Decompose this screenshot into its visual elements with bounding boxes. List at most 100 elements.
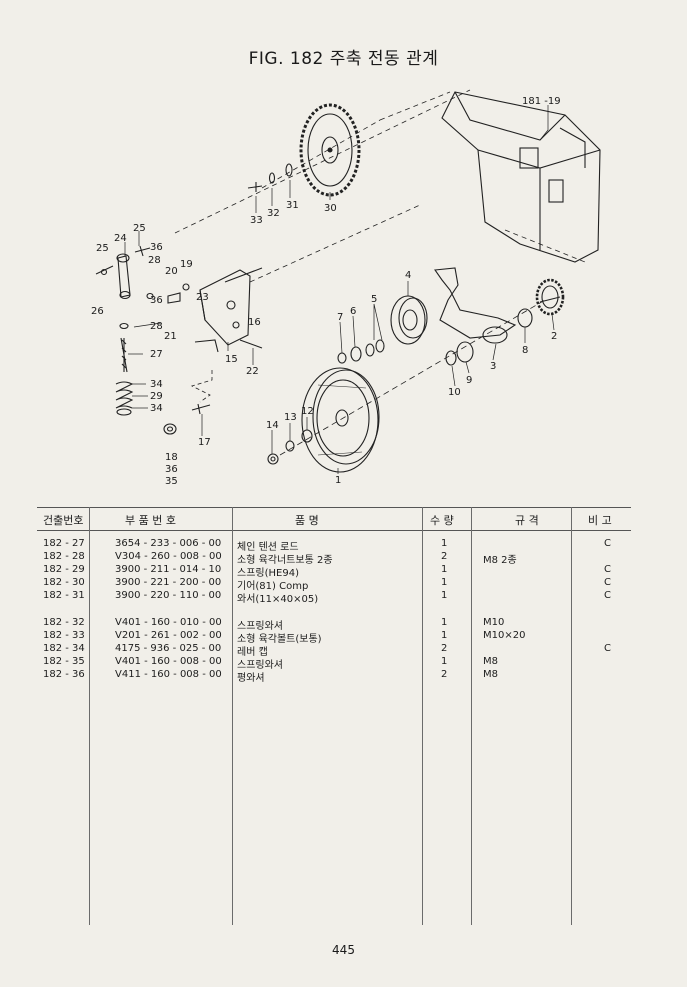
cell-qty: 2: [441, 669, 448, 680]
callout-2: 2: [551, 331, 557, 342]
callout-30: 30: [324, 203, 337, 214]
cell-spec: M10×20: [483, 630, 526, 641]
cell-name: 스프링(HE94): [237, 568, 299, 579]
callout-12: 12: [301, 406, 314, 417]
callout-4: 4: [405, 270, 411, 281]
cell-code: 182 - 32: [43, 617, 85, 628]
pulley-1: [301, 367, 380, 473]
table-row: 182 - 35 V401 - 160 - 008 - 00 스프링와셔 1 M…: [37, 656, 631, 671]
callout-32: 32: [267, 208, 280, 219]
cell-part-number: V401 - 160 - 008 - 00: [115, 656, 222, 667]
housing-block: [441, 91, 601, 263]
cell-code: 182 - 30: [43, 577, 85, 588]
header-part-number: 부 품 번 호: [125, 514, 176, 527]
cell-qty: 1: [441, 656, 448, 667]
cell-name: 스프링와셔: [237, 621, 283, 632]
callout-16: 16: [248, 317, 261, 328]
callout-17: 17: [198, 437, 211, 448]
callout-28a: 28: [148, 255, 161, 266]
cell-name: 평와셔: [237, 673, 265, 684]
callout-26: 26: [91, 306, 104, 317]
callout-8: 8: [522, 345, 528, 356]
cell-qty: 1: [441, 564, 448, 575]
cell-part-number: V304 - 260 - 008 - 00: [115, 551, 222, 562]
callout-19: 19: [180, 259, 193, 270]
cell-spec: M8: [483, 669, 498, 680]
cell-name: 와서(11×40×05): [237, 594, 319, 605]
cell-code: 182 - 34: [43, 643, 85, 654]
gear-30: [299, 103, 361, 197]
column-divider: [232, 507, 233, 925]
cell-qty: 2: [441, 551, 448, 562]
callout-34b: 34: [150, 403, 163, 414]
callout-3: 3: [490, 361, 496, 372]
cell-remark: C: [604, 538, 611, 549]
cell-part-number: 3900 - 211 - 014 - 10: [115, 564, 222, 575]
callout-31: 31: [286, 200, 299, 211]
column-divider: [471, 507, 472, 925]
cell-part-number: 3900 - 221 - 200 - 00: [115, 577, 222, 588]
cell-code: 182 - 28: [43, 551, 85, 562]
callout-181-19: 181 -19: [522, 96, 561, 107]
cell-code: 182 - 29: [43, 564, 85, 575]
callout-34a: 34: [150, 379, 163, 390]
callout-7: 7: [337, 312, 343, 323]
callout-36a: 36: [150, 242, 163, 253]
cell-name: 체인 텐션 로드: [237, 542, 299, 553]
cell-name: 소형 육각볼트(보통): [237, 634, 322, 645]
callout-15: 15: [225, 354, 238, 365]
callout-1: 1: [335, 475, 341, 486]
cell-part-number: V411 - 160 - 008 - 00: [115, 669, 222, 680]
cell-spec: M8: [483, 656, 498, 667]
page-number: 445: [332, 943, 355, 957]
callout-20: 20: [165, 266, 178, 277]
callout-36b: 36: [150, 295, 163, 306]
callout-36c: 36: [165, 464, 178, 475]
cell-name: 레버 캡: [237, 647, 268, 658]
cell-remark: C: [604, 564, 611, 575]
callout-10: 10: [448, 387, 461, 398]
spring-29: [115, 381, 134, 409]
cell-part-number: V401 - 160 - 010 - 00: [115, 617, 222, 628]
header-name: 품 명: [295, 514, 319, 527]
cell-name: 스프링와셔: [237, 660, 283, 671]
lever-3: [434, 267, 517, 339]
header-spec: 규 격: [515, 514, 539, 527]
table-row: 182 - 27 3654 - 233 - 006 - 00 체인 텐션 로드 …: [37, 538, 631, 553]
cell-remark: C: [604, 577, 611, 588]
bracket-15: [199, 269, 251, 346]
callout-27: 27: [150, 349, 163, 360]
cell-part-number: 4175 - 936 - 025 - 00: [115, 643, 222, 654]
callout-9: 9: [466, 375, 472, 386]
column-divider: [422, 507, 423, 925]
cell-spec: M8 2종: [483, 555, 517, 566]
callout-5: 5: [371, 294, 377, 305]
table-row: 182 - 34 4175 - 936 - 025 - 00 레버 캡 2 C: [37, 643, 631, 658]
table-row: 182 - 32 V401 - 160 - 010 - 00 스프링와셔 1 M…: [37, 617, 631, 632]
callout-24: 24: [114, 233, 127, 244]
table-row: 182 - 29 3900 - 211 - 014 - 10 스프링(HE94)…: [37, 564, 631, 579]
cell-part-number: 3654 - 233 - 006 - 00: [115, 538, 222, 549]
table-header: 건출번호 부 품 번 호 품 명 수 량 규 격 비 고: [37, 507, 631, 531]
callout-23: 23: [196, 292, 209, 303]
callout-22: 22: [246, 366, 259, 377]
cell-qty: 1: [441, 590, 448, 601]
cell-code: 182 - 27: [43, 538, 85, 549]
cell-code: 182 - 33: [43, 630, 85, 641]
callout-25a: 25: [133, 223, 146, 234]
table-row: 182 - 36 V411 - 160 - 008 - 00 평와셔 2 M8: [37, 669, 631, 684]
cell-code: 182 - 35: [43, 656, 85, 667]
cell-name: 소형 육각너트보통 2종: [237, 555, 333, 566]
header-remark: 비 고: [588, 514, 612, 527]
cell-part-number: 3900 - 220 - 110 - 00: [115, 590, 222, 601]
cell-qty: 1: [441, 538, 448, 549]
callout-25b: 25: [96, 243, 109, 254]
callout-18: 18: [165, 452, 178, 463]
cell-remark: C: [604, 590, 611, 601]
table-row: 182 - 28 V304 - 260 - 008 - 00 소형 육각너트보통…: [37, 551, 631, 566]
parts-table: 건출번호 부 품 번 호 품 명 수 량 규 격 비 고 182 - 27 36…: [37, 507, 631, 925]
table-row: 182 - 33 V201 - 261 - 002 - 00 소형 육각볼트(보…: [37, 630, 631, 645]
table-row: 182 - 31 3900 - 220 - 110 - 00 와서(11×40×…: [37, 590, 631, 605]
cell-code: 182 - 36: [43, 669, 85, 680]
callout-14: 14: [266, 420, 279, 431]
